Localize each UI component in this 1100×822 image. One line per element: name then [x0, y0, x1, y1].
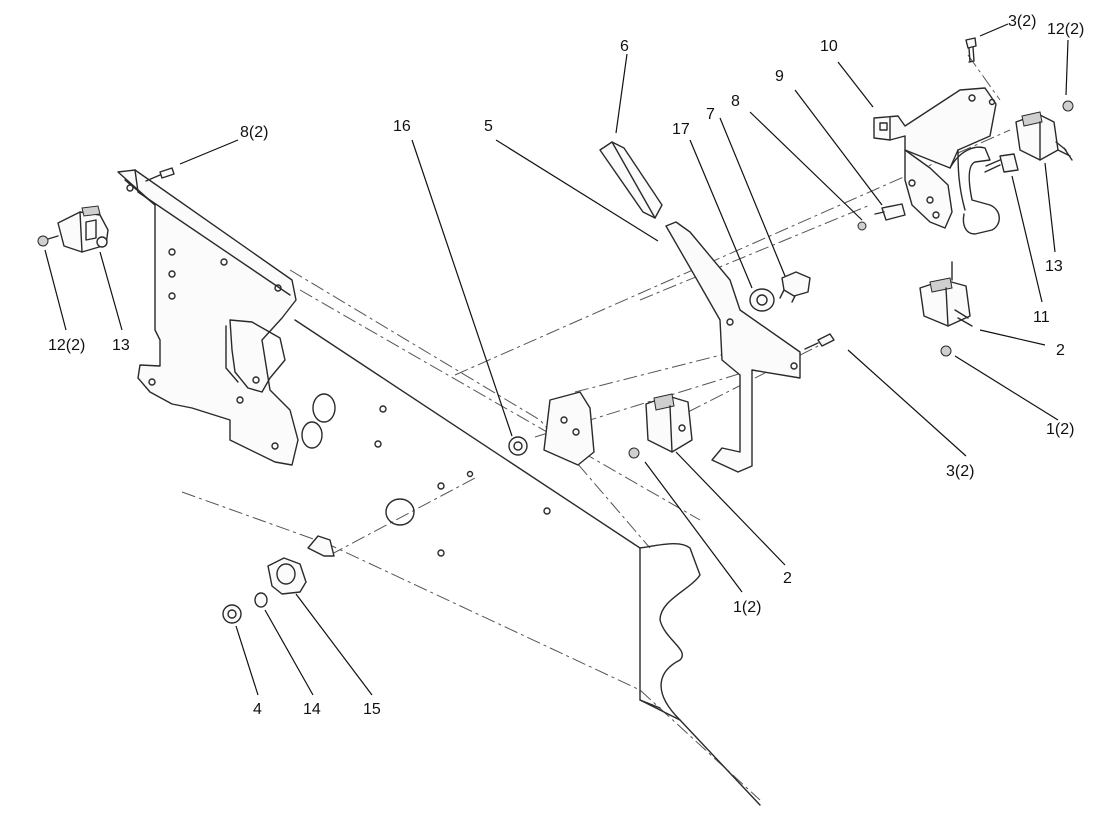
callout-13-left: 13	[112, 337, 130, 354]
callout-5: 5	[484, 118, 493, 135]
callout-15: 15	[363, 701, 381, 718]
frame-panel	[294, 319, 761, 806]
lower-left-hardware	[222, 535, 335, 624]
callout-4: 4	[253, 701, 262, 718]
callout-9: 9	[775, 68, 784, 85]
callout-3-2-top: 3(2)	[1008, 13, 1036, 30]
leader-lines	[44, 23, 1069, 696]
right-switch-bracket	[857, 37, 1074, 357]
callout-17: 17	[672, 121, 690, 138]
center-lever-assembly	[508, 141, 835, 473]
callout-13-right: 13	[1045, 258, 1063, 275]
callout-3-2-mid: 3(2)	[946, 463, 974, 480]
callout-14: 14	[303, 701, 321, 718]
callout-2-mid: 2	[783, 570, 792, 587]
callout-12-2-left: 12(2)	[48, 337, 85, 354]
center-lines	[181, 54, 1011, 801]
callout-2-right: 2	[1056, 342, 1065, 359]
callout-1-2-right: 1(2)	[1046, 421, 1074, 438]
left-mounting-plate	[117, 169, 299, 466]
callout-8: 8	[731, 93, 740, 110]
callout-8-2: 8(2)	[240, 124, 268, 141]
callout-11: 11	[1033, 309, 1050, 326]
callout-labels: 3(2) 12(2) 6 10 9 8 7 17 5 16 8(2) 13 11…	[48, 13, 1084, 718]
callout-7: 7	[706, 106, 715, 123]
callout-12-2-top: 12(2)	[1047, 21, 1084, 38]
callout-10: 10	[820, 38, 838, 55]
callout-6: 6	[620, 38, 629, 55]
callout-16: 16	[393, 118, 411, 135]
callout-1-2-mid: 1(2)	[733, 599, 761, 616]
left-switch-assembly	[37, 167, 175, 253]
